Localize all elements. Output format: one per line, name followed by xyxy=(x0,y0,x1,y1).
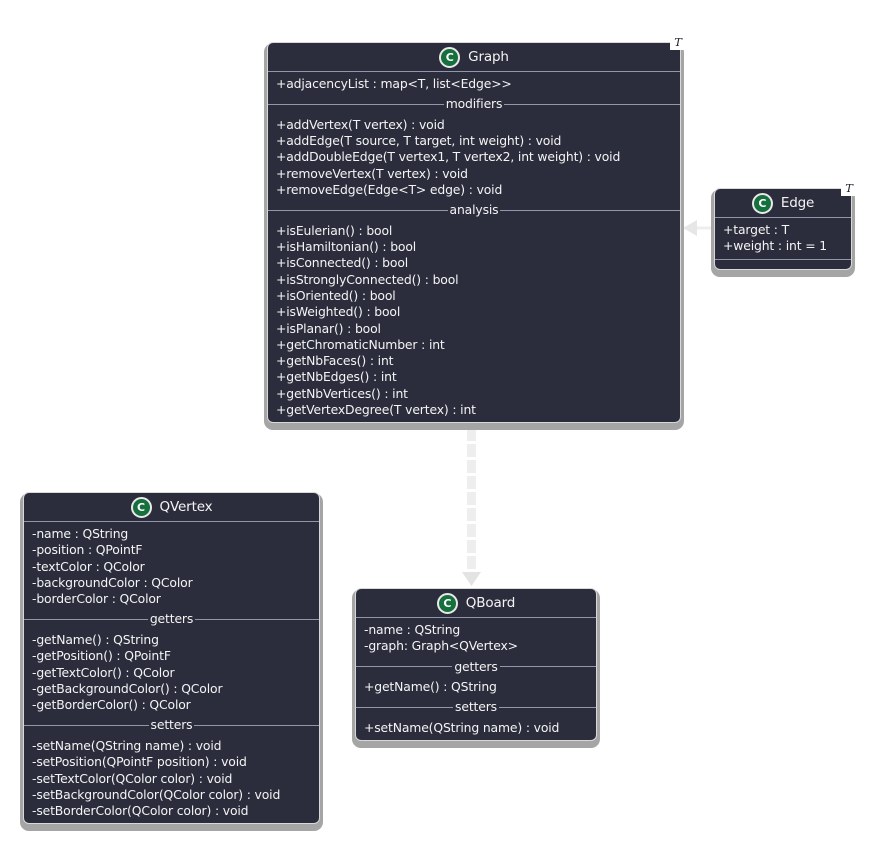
methods-compartment-setters: -setName(QString name) : void -setPositi… xyxy=(24,734,319,823)
attribute-row: -backgroundColor : QColor xyxy=(32,574,193,590)
methods-compartment-getters: -getName() : QString -getPosition() : QP… xyxy=(24,628,319,717)
attributes-compartment: +target : T +weight : int = 1 xyxy=(715,218,851,259)
class-header: C QBoard xyxy=(356,589,596,618)
attribute-row: -textColor : QColor xyxy=(32,558,145,574)
methods-compartment-analysis: +isEulerian() : bool +isHamiltonian() : … xyxy=(268,219,680,423)
method-row: -setBorderColor(QColor color) : void xyxy=(32,803,249,819)
section-label-text: modifiers xyxy=(445,96,503,112)
attribute-row: -name : QString xyxy=(364,622,461,637)
attribute-row: -name : QString xyxy=(32,526,129,541)
method-row: +isOriented() : bool xyxy=(276,287,396,303)
class-node-qboard[interactable]: C QBoard -name : QString -graph: Graph<Q… xyxy=(355,588,597,742)
method-row: +isWeighted() : bool xyxy=(276,304,401,320)
method-row: -getPosition() : QPointF xyxy=(32,648,171,664)
method-row: -getTextColor() : QColor xyxy=(32,664,175,680)
attribute-row: -borderColor : QColor xyxy=(32,591,161,607)
attribute-row: +adjacencyList : map<T, list<Edge>> xyxy=(276,76,512,91)
section-label-getters: getters xyxy=(24,611,319,628)
class-name: QBoard xyxy=(465,595,516,611)
attributes-compartment: -name : QString -graph: Graph<QVertex> xyxy=(356,618,596,659)
class-node-graph[interactable]: T C Graph +adjacencyList : map<T, list<E… xyxy=(267,35,686,424)
method-row: +getChromaticNumber : int xyxy=(276,336,445,352)
section-label-setters: setters xyxy=(356,699,596,716)
method-row: +getName() : QString xyxy=(364,679,497,695)
attribute-row: +target : T xyxy=(723,222,790,237)
method-row: +getNbFaces() : int xyxy=(276,353,394,369)
method-row: +addVertex(T vertex) : void xyxy=(276,116,445,132)
attribute-row: -position : QPointF xyxy=(32,542,143,558)
class-node-qvertex[interactable]: C QVertex -name : QString -position : QP… xyxy=(23,492,320,825)
method-row: +isHamiltonian() : bool xyxy=(276,239,417,255)
class-node-edge[interactable]: T C Edge +target : T +weight : int = 1 xyxy=(714,181,857,270)
method-row: -setName(QString name) : void xyxy=(32,737,222,753)
attribute-row: +weight : int = 1 xyxy=(723,238,827,254)
class-name: Edge xyxy=(780,195,815,211)
method-row: +isStronglyConnected() : bool xyxy=(276,271,459,287)
section-label-analysis: analysis xyxy=(268,202,680,219)
method-row: +removeVertex(T vertex) : void xyxy=(276,165,468,181)
method-row: +removeEdge(Edge<T> edge) : void xyxy=(276,181,503,197)
section-label-getters: getters xyxy=(356,659,596,676)
method-row: +isPlanar() : bool xyxy=(276,320,381,336)
method-row: -setPosition(QPointF position) : void xyxy=(32,754,247,770)
relation-graph-qboard xyxy=(462,412,481,586)
generic-type-badge: T xyxy=(841,181,857,196)
method-row: -getName() : QString xyxy=(32,631,159,647)
method-row: -setTextColor(QColor color) : void xyxy=(32,770,233,786)
attributes-compartment: +adjacencyList : map<T, list<Edge>> xyxy=(268,72,680,96)
method-row: +addDoubleEdge(T vertex1, T vertex2, int… xyxy=(276,149,621,165)
class-icon: C xyxy=(436,592,458,614)
attributes-compartment: -name : QString -position : QPointF -tex… xyxy=(24,522,319,611)
method-row: -getBorderColor() : QColor xyxy=(32,697,191,713)
section-label-text: getters xyxy=(454,658,498,674)
section-label-text: analysis xyxy=(449,202,499,218)
method-row: +setName(QString name) : void xyxy=(364,719,560,735)
methods-compartment-modifiers: +addVertex(T vertex) : void +addEdge(T s… xyxy=(268,113,680,202)
class-name: Graph xyxy=(468,49,509,65)
relation-graph-edge xyxy=(683,220,712,236)
methods-compartment-setters: +setName(QString name) : void xyxy=(356,716,596,740)
class-icon: C xyxy=(439,46,461,68)
class-header: C Graph xyxy=(268,43,680,72)
class-header: C QVertex xyxy=(24,493,319,522)
methods-compartment-empty xyxy=(715,258,851,269)
method-row: +isEulerian() : bool xyxy=(276,222,393,238)
class-name: QVertex xyxy=(159,499,213,515)
section-label-setters: setters xyxy=(24,717,319,734)
method-row: +isConnected() : bool xyxy=(276,255,409,271)
class-icon: C xyxy=(130,496,152,518)
generic-type-badge: T xyxy=(670,35,686,50)
method-row: -setBackgroundColor(QColor color) : void xyxy=(32,786,281,802)
method-row: -getBackgroundColor() : QColor xyxy=(32,680,223,696)
attribute-row: -graph: Graph<QVertex> xyxy=(364,638,518,654)
section-label-text: setters xyxy=(455,699,497,715)
methods-compartment-getters: +getName() : QString xyxy=(356,675,596,699)
section-label-text: setters xyxy=(150,717,193,733)
method-row: +getNbVertices() : int xyxy=(276,385,408,401)
class-header: C Edge xyxy=(715,189,851,218)
method-row: +getNbEdges() : int xyxy=(276,369,397,385)
class-icon: C xyxy=(751,192,773,214)
method-row: +getVertexDegree(T vertex) : int xyxy=(276,402,476,418)
section-label-modifiers: modifiers xyxy=(268,96,680,113)
method-row: +addEdge(T source, T target, int weight)… xyxy=(276,133,562,149)
section-label-text: getters xyxy=(149,611,194,627)
